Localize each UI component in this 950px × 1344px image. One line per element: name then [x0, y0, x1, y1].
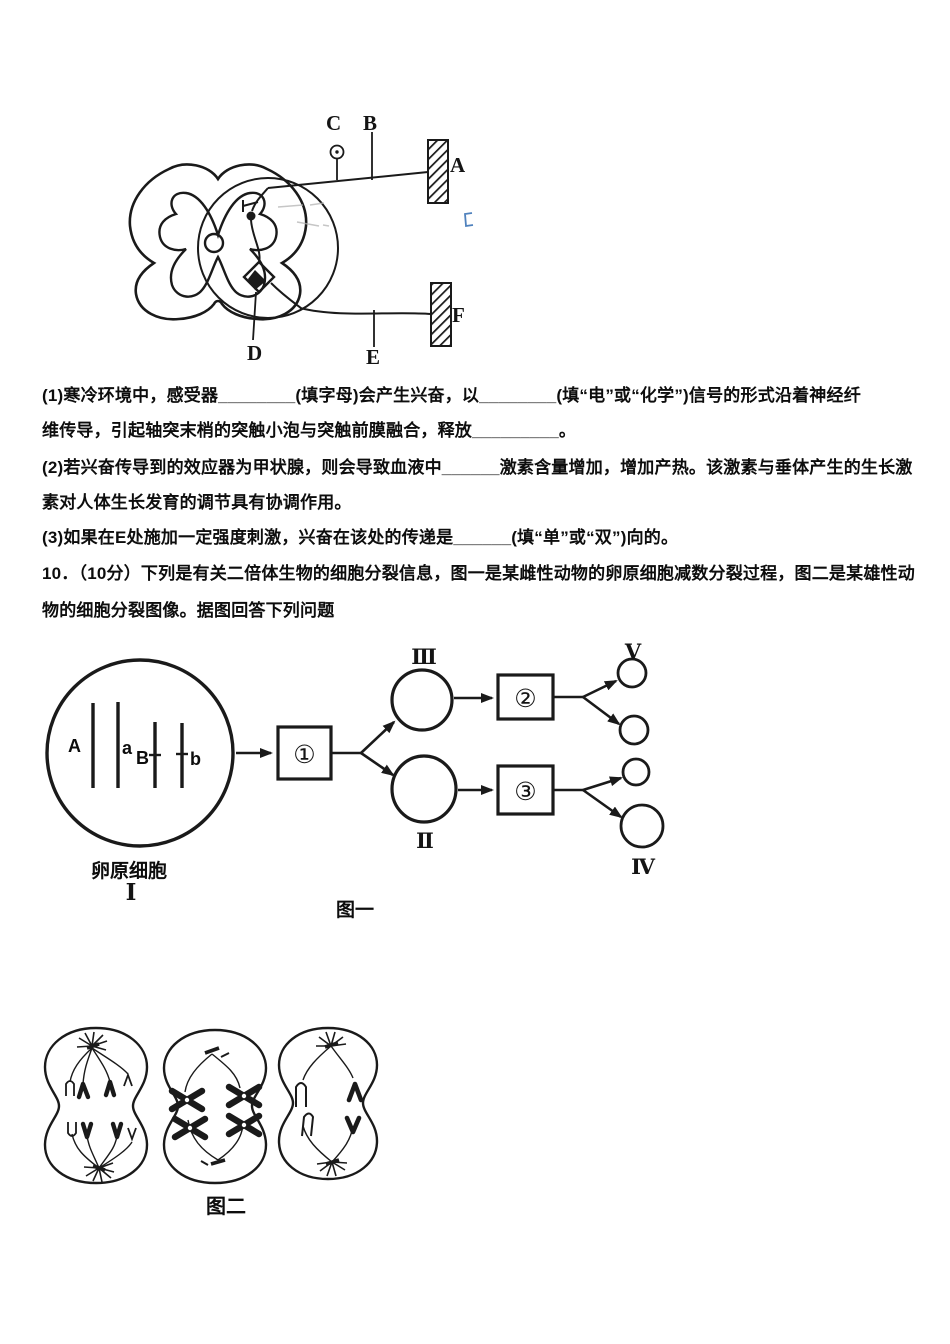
- aster-bottom: [316, 1161, 348, 1177]
- cell2-metaphase-I: [162, 1028, 268, 1185]
- cell-IV-circle: [619, 803, 665, 849]
- synapse-diamond: [242, 260, 276, 294]
- faint-scan-marks: [277, 202, 330, 227]
- spindle-fibers: [302, 1045, 354, 1163]
- sensory-neuron-path: [251, 187, 269, 212]
- gray-matter-butterfly: [158, 191, 278, 298]
- reflex-label-C: C: [326, 111, 342, 135]
- skin-effector-F: [430, 282, 452, 347]
- branch2-up: [582, 679, 618, 699]
- efferent-nerve-line: [299, 307, 432, 315]
- figure1-caption: 图一: [336, 900, 375, 921]
- efferent-exit-path: [270, 282, 302, 309]
- spinal-cord-outline: [128, 163, 308, 321]
- skin-receptor-A: [427, 139, 449, 204]
- stage-label-IV: Ⅳ: [631, 855, 655, 879]
- chromosome-label-B: B: [136, 748, 149, 768]
- branch3-down: [582, 788, 623, 819]
- branch3-up: [582, 776, 623, 792]
- cell-III-circle: [390, 668, 454, 732]
- neuron-cell-body-dot: [246, 211, 256, 221]
- branch1-down: [360, 751, 395, 777]
- figure2-svg: [43, 1026, 379, 1185]
- q9-part2-line2: 素对人体生长发育的调节具有协调作用。: [42, 493, 352, 512]
- oogonium-name-label: 卵原细胞: [91, 861, 168, 882]
- stage-label-III: Ⅲ: [411, 645, 437, 669]
- stage-label-V: Ⅴ: [624, 640, 642, 664]
- cell-II-circle: [390, 754, 458, 824]
- central-canal: [203, 232, 225, 254]
- reflex-label-B: B: [363, 111, 378, 135]
- reflex-label-A: A: [450, 153, 466, 177]
- step-box-3-label: ③: [514, 779, 537, 806]
- axon-path: [250, 219, 261, 264]
- branch2-down: [582, 695, 621, 726]
- chromosome-label-b: b: [190, 749, 201, 769]
- step-box-2-label: ②: [514, 686, 537, 713]
- pointer-line-D: [252, 291, 257, 341]
- oogonium-circle: [45, 658, 235, 848]
- figure2-caption: 图二: [206, 1196, 246, 1218]
- q10-line1: 10．（10分）下列是有关二倍体生物的细胞分裂信息，图一是某雌性动物的卵原细胞减…: [42, 564, 915, 583]
- aster-top: [76, 1031, 108, 1051]
- stage-label-II: Ⅱ: [416, 829, 434, 853]
- reflex-label-D: D: [247, 341, 263, 365]
- synapse-knob: [248, 270, 266, 290]
- figure1-svg: [45, 657, 665, 849]
- q9-part1-line1: (1)寒冷环境中，感受器________(填字母)会产生兴奋，以________…: [42, 386, 861, 405]
- neuron-t-ending: [242, 200, 259, 212]
- afferent-nerve-line: [267, 171, 429, 189]
- polar-body-circle-2: [621, 757, 651, 787]
- chromosome-label-a: a: [122, 738, 133, 758]
- cell1-mitotic-anaphase: [43, 1026, 149, 1185]
- step-box-1-label: ①: [293, 742, 316, 769]
- q9-part1-line2: 维传导，引起轴突末梢的突触小泡与突触前膜融合，释放_________。: [42, 421, 577, 440]
- blue-scan-artifact: [464, 212, 474, 228]
- electrode-C-dot: [335, 150, 339, 154]
- spindle-fibers: [69, 1047, 133, 1169]
- q10-line2: 物的细胞分裂图像。据图回答下列问题: [42, 601, 335, 620]
- aster-bottom: [83, 1162, 115, 1183]
- electrode-C-circle: [329, 144, 345, 160]
- chromosome-label-A: A: [68, 736, 81, 756]
- spindle-fibers: [184, 1053, 244, 1161]
- polar-body-circle-1: [618, 714, 650, 746]
- reflex-label-F: F: [452, 303, 465, 327]
- cell3-anaphase-II: [277, 1026, 379, 1181]
- cell-V-circle: [616, 657, 648, 689]
- reflex-label-E: E: [366, 345, 381, 369]
- stage-label-I: Ⅰ: [125, 880, 137, 905]
- branch1-up: [360, 720, 396, 754]
- q9-part2-line1: (2)若兴奋传导到的效应器为甲状腺，则会导致血液中______激素含量增加，增加…: [42, 458, 913, 477]
- reflex-arc-diagram-svg: [128, 132, 474, 347]
- q9-part3-line1: (3)如果在E处施加一定强度刺激，兴奋在该处的传递是______(填“单”或“双…: [42, 528, 679, 547]
